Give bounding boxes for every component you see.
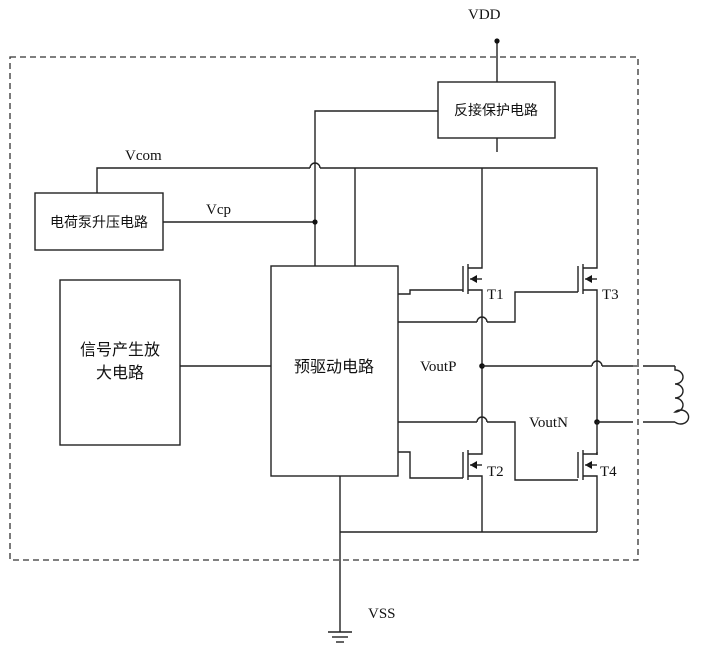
- vcp-label: Vcp: [206, 202, 231, 218]
- reverse-protection-block: [437, 81, 556, 139]
- reverse-protection-label: 反接保护电路: [454, 102, 538, 119]
- signal-amplifier-label-line2: 大电路: [96, 363, 144, 382]
- vss-label: VSS: [368, 606, 396, 622]
- voutp-label: VoutP: [420, 359, 456, 375]
- vcom-crossover: [309, 162, 321, 169]
- vdd-terminal: [494, 38, 500, 44]
- voutp-crossover: [591, 360, 603, 367]
- t3-gate-wire-top: [514, 291, 578, 296]
- predriver-block: [270, 265, 399, 477]
- predriver-to-t1-gate: [398, 289, 463, 295]
- t3-label: T3: [602, 287, 619, 303]
- transistor-t3: [577, 264, 598, 422]
- t3-gate-crossover: [476, 316, 488, 323]
- protection-to-predriver-wire: [314, 110, 438, 266]
- predriver-to-t3-gate-right: [487, 296, 516, 323]
- charge-pump-label: 电荷泵升压电路: [50, 215, 148, 231]
- t1-label: T1: [487, 287, 504, 303]
- vcp-junction: [312, 219, 318, 225]
- t4-label: T4: [600, 464, 617, 480]
- signal-amplifier-block: [59, 279, 181, 446]
- chip-boundary: [9, 56, 639, 561]
- ground-symbol: [328, 631, 352, 643]
- t2-label: T2: [487, 464, 504, 480]
- vcom-label: Vcom: [125, 148, 162, 164]
- t4-gate-crossover: [476, 416, 488, 423]
- inductor-load: [673, 366, 690, 425]
- predriver-label: 预驱动电路: [294, 357, 374, 376]
- vcom-wire-left: [96, 167, 310, 193]
- charge-pump-block: [34, 192, 164, 251]
- transistor-t4: [577, 450, 598, 532]
- predriver-to-t4-gate-right: [487, 421, 578, 481]
- signal-amplifier-label-line1: 信号产生放: [80, 340, 160, 359]
- transistor-t2: [462, 450, 483, 532]
- vdd-label: VDD: [468, 7, 501, 23]
- vcom-wire-right: [320, 167, 598, 266]
- transistor-t1: [462, 264, 483, 318]
- voutn-label: VoutN: [529, 415, 568, 431]
- predriver-to-t2-gate: [398, 451, 463, 479]
